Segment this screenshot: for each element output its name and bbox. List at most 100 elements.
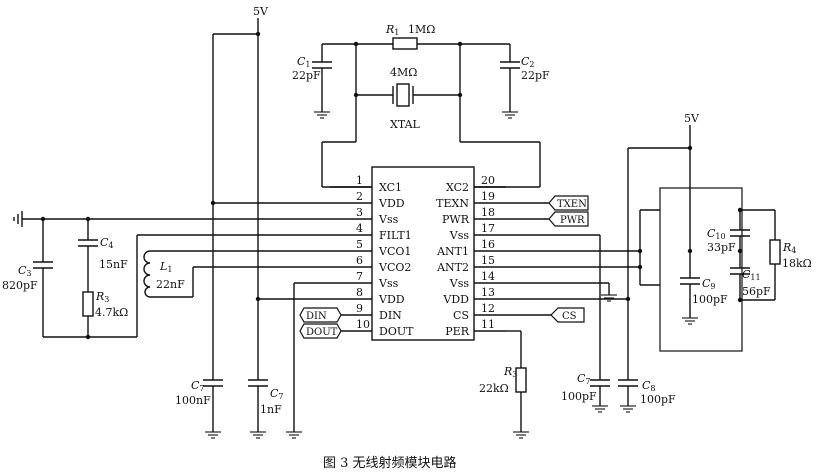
chip-left-pins: 1XC12VDD3Vss4FILT15VCO16VCO27Vss8VDD9DIN… (330, 174, 414, 338)
xtal-name: XTAL (390, 118, 421, 131)
c4-value: 15nF (99, 258, 128, 271)
svg-text:PWR: PWR (560, 215, 585, 226)
chip-pin-number: 10 (356, 318, 370, 331)
junction-dots-right (625, 145, 693, 302)
c7a-value: 100nF (175, 394, 211, 407)
chip-pin-number: 5 (356, 238, 363, 251)
ground-symbol (314, 111, 330, 119)
c7c-value: 100pF (561, 390, 597, 403)
ground-symbol (513, 431, 529, 439)
r1-ref: R1 (385, 23, 399, 37)
chip-pin-number: 3 (356, 206, 363, 219)
chip-pin-number: 7 (356, 270, 363, 283)
r4-ref: R4 (782, 241, 796, 255)
l1-inductor (143, 250, 151, 298)
chip-pin-name: VCO2 (378, 261, 411, 274)
decoupling-caps-left (203, 379, 268, 432)
ground-symbol (592, 405, 608, 413)
chip-pin-name: TEXN (436, 197, 469, 210)
figure-caption: 图 3 无线射频模块电路 (323, 455, 457, 471)
chip-pin-number: 13 (481, 286, 495, 299)
chip-pin-number: 16 (481, 238, 495, 251)
chip-pin-name: ANT1 (436, 245, 469, 258)
chip-pin-number: 9 (356, 302, 363, 315)
c10-value: 33pF (707, 241, 736, 254)
chip-pin-number: 4 (356, 222, 363, 235)
supply-rail-left (212, 18, 259, 380)
c2-ref: C2 (521, 55, 535, 69)
chip-pin-name: XC1 (379, 181, 402, 194)
svg-text:DOUT: DOUT (306, 327, 338, 338)
c3-value: 820pF (2, 279, 38, 292)
chip-pin-name: Vss (449, 229, 470, 242)
svg-text:DIN: DIN (306, 311, 327, 322)
ground-symbol (250, 431, 266, 439)
r3b-value: 22kΩ (479, 382, 509, 395)
chip-pin-name: Vss (449, 277, 470, 290)
c7b-ref: C7 (270, 387, 284, 401)
junction-dot (353, 92, 359, 98)
chip-pin-name: XC2 (446, 181, 469, 194)
chip-pin-name: VDD (378, 197, 405, 210)
junction-dots-left (40, 200, 261, 340)
supply-label-left: 5V (253, 5, 269, 18)
chip-pin-name: PWR (442, 213, 470, 226)
chip-pin-number: 20 (481, 174, 495, 187)
c8-ref: C8 (642, 379, 656, 393)
ground-symbol (205, 431, 221, 439)
chip-pin-number: 14 (481, 270, 495, 283)
r4-value: 18kΩ (782, 257, 812, 270)
chip-pin-number: 8 (356, 286, 363, 299)
chip-pin-number: 2 (356, 190, 363, 203)
chip-pin-number: 11 (481, 318, 495, 331)
supply-label-right: 5V (684, 112, 700, 125)
r1-value: 1MΩ (408, 23, 435, 36)
chip-pin-number: 17 (481, 222, 495, 235)
chip-pin-name: Vss (378, 213, 399, 226)
chip-pin-name: DIN (379, 309, 402, 322)
c4-ref: C4 (100, 236, 114, 250)
r3b-ref: R3 (503, 365, 517, 379)
chip-right-pins: 20XC219TEXN18PWR17Vss16ANT115ANT214Vss13… (436, 174, 506, 338)
chip-pin-name: VCO1 (378, 245, 411, 258)
c7a-ref: C7 (191, 379, 205, 393)
junction-dot (255, 31, 261, 37)
xtal-value: 4MΩ (390, 66, 417, 79)
chip-pin-number: 6 (356, 254, 363, 267)
c9-ref: C9 (702, 277, 716, 291)
chip-pin-number: 19 (481, 190, 495, 203)
c10-ref: C10 (707, 227, 726, 241)
chip-pin-name: Vss (378, 277, 399, 290)
c3-ref: C3 (18, 264, 32, 278)
din-tag: DIN (299, 307, 342, 323)
svg-text:CS: CS (562, 311, 577, 322)
c7c-ref: C7 (577, 372, 591, 386)
c1-value: 22pF (292, 69, 321, 82)
c11-ref: C11 (742, 268, 761, 282)
dout-tag: DOUT (299, 323, 342, 339)
cs-tag: CS (550, 307, 585, 323)
c9-value: 100pF (692, 293, 728, 306)
junction-dot (457, 92, 463, 98)
rf-chip (371, 166, 475, 341)
c2-value: 22pF (521, 69, 550, 82)
ground-symbol (620, 405, 636, 413)
chip-pin-number: 1 (356, 174, 363, 187)
chip-pin-name: VDD (378, 293, 405, 306)
l1-value: 22nF (156, 278, 185, 291)
r3a-value: 4.7kΩ (95, 306, 128, 319)
chip-pin-name: DOUT (379, 325, 414, 338)
chip-pin-number: 15 (481, 254, 495, 267)
chip-pin-name: ANT2 (436, 261, 469, 274)
c1-ref: C1 (297, 55, 311, 69)
junction-dot (457, 41, 463, 47)
c7b-value: 1nF (260, 403, 282, 416)
junction-dots-box (687, 207, 743, 303)
chip-pin-name: PER (445, 325, 469, 338)
svg-text:TXEN: TXEN (557, 199, 587, 210)
chip-pin-name: FILT1 (379, 229, 412, 242)
ground-symbol (601, 294, 617, 302)
c8-value: 100pF (640, 393, 676, 406)
txen-tag: TXEN (548, 195, 589, 211)
